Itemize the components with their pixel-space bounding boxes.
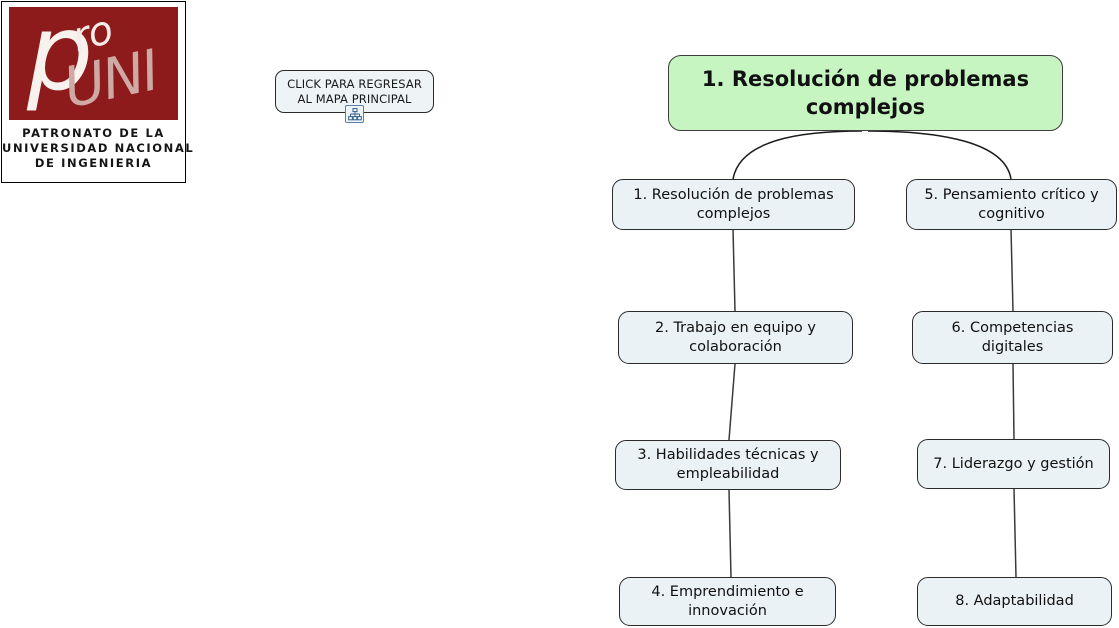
return-button-line-2: AL MAPA PRINCIPAL bbox=[297, 91, 412, 106]
node-3-habilidades-tecnicas-y-empleabilidad[interactable]: 3. Habilidades técnicas y empleabilidad bbox=[615, 440, 841, 490]
logo-letter-p: p bbox=[27, 7, 93, 114]
logo-red-block: p ro UNI bbox=[9, 7, 178, 120]
prouni-logo: p ro UNI PATRONATO DE LA UNIVERSIDAD NAC… bbox=[1, 1, 195, 183]
return-button-line-1: CLICK PARA REGRESAR bbox=[287, 76, 422, 91]
node-5-pensamiento-critico-y-cognitivo[interactable]: 5. Pensamiento crítico y cognitivo bbox=[906, 179, 1117, 230]
hierarchy-icon[interactable] bbox=[345, 105, 364, 123]
node-4-emprendimiento-e-innovacion[interactable]: 4. Emprendimiento e innovación bbox=[619, 577, 836, 626]
node-2-trabajo-en-equipo-y-colaboracion[interactable]: 2. Trabajo en equipo y colaboración bbox=[618, 311, 853, 364]
node-7-liderazgo-y-gestion[interactable]: 7. Liderazgo y gestión bbox=[917, 439, 1110, 489]
logo-caption: PATRONATO DE LA UNIVERSIDAD NACIONAL DE … bbox=[2, 126, 195, 171]
node-1-resolucion-de-problemas-complejos[interactable]: 1. Resolución de problemas complejos bbox=[612, 179, 855, 230]
node-root-resolucion-de-problemas-complejos[interactable]: 1. Resolución de problemas complejos bbox=[668, 55, 1063, 131]
logo-caption-line-2: UNIVERSIDAD NACIONAL bbox=[2, 141, 195, 155]
return-to-main-map-button[interactable]: CLICK PARA REGRESAR AL MAPA PRINCIPAL bbox=[275, 70, 434, 113]
node-8-adaptabilidad[interactable]: 8. Adaptabilidad bbox=[917, 577, 1112, 626]
logo-caption-line-1: PATRONATO DE LA bbox=[22, 126, 165, 140]
logo-caption-line-3: DE INGENIERIA bbox=[34, 156, 153, 170]
node-6-competencias-digitales[interactable]: 6. Competencias digitales bbox=[912, 311, 1113, 364]
